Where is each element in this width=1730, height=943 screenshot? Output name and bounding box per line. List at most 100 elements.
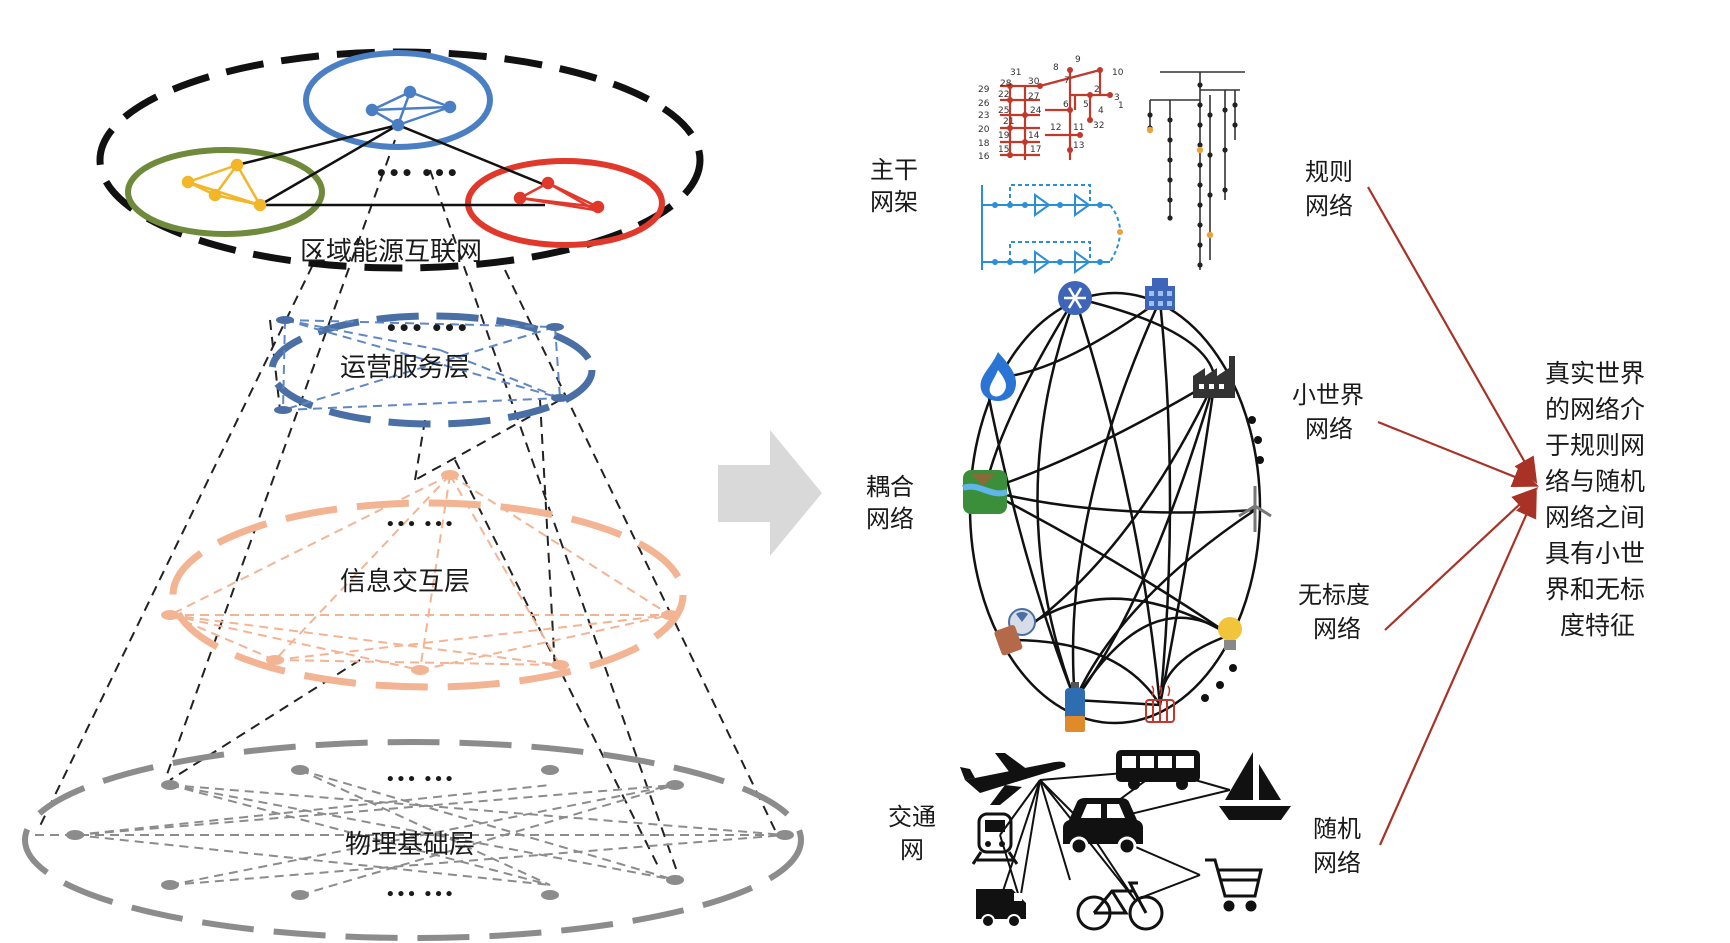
blue-cluster xyxy=(303,50,493,150)
arrow-random xyxy=(1378,490,1537,846)
operation-service-layer: ••• ••• 运营服务层 xyxy=(268,312,596,428)
feeder-label: 2 xyxy=(1094,85,1100,95)
car-icon xyxy=(1063,798,1143,856)
regional-energy-internet-layer: ••• ••• 区域能源互联网 xyxy=(96,48,704,272)
conclusion-line: 网络之间 xyxy=(1545,503,1645,532)
arrow-regular xyxy=(1367,186,1538,484)
feeder-label: 13 xyxy=(1073,141,1084,151)
network-type-labels: 规则 网络 小世界 网络 无标度 网络 随机 网络 xyxy=(1292,158,1370,877)
loop-network-nodes xyxy=(992,202,1123,265)
feeder-label: 1 xyxy=(1118,101,1124,111)
feeder-label: 23 xyxy=(978,111,989,121)
conclusion-line: 界和无标 xyxy=(1545,575,1645,604)
feeder-label: 17 xyxy=(1030,145,1041,155)
traffic-label-line1: 交通 xyxy=(888,803,936,831)
coupled-chords xyxy=(983,296,1256,707)
feeder-label: 15 xyxy=(998,145,1009,155)
conclusion-text: 真实世界 的网络介 于规则网 络与随机 网络之间 具有小世 界和无标 度特征 xyxy=(1545,359,1645,640)
feeder-label: 31 xyxy=(1010,68,1021,78)
coupled-label-line2: 网络 xyxy=(866,505,914,533)
ops-ellipse xyxy=(268,312,596,428)
feeder-label: 19 xyxy=(998,131,1010,141)
top-ellipsis: ••• ••• xyxy=(375,161,459,185)
feeder-label: 16 xyxy=(978,152,990,162)
type-random-line1: 随机 xyxy=(1313,815,1361,843)
type-smallworld-line1: 小世界 xyxy=(1292,381,1364,409)
office-building-icon xyxy=(1145,278,1175,310)
ops-ellipsis: ••• ••• xyxy=(385,316,469,340)
conclusion-line: 真实世界 xyxy=(1545,359,1645,388)
information-interaction-layer: ••• ••• 信息交互层 xyxy=(161,470,687,691)
feeder-label: 25 xyxy=(998,106,1009,116)
backbone-grid-network: 主干 网架 8 xyxy=(870,55,1245,274)
conclusion-line: 络与随机 xyxy=(1545,467,1645,496)
feeder-diagram-red xyxy=(1000,68,1110,160)
phys-ellipsis-top: ••• ••• xyxy=(385,769,454,790)
factory-icon xyxy=(1193,356,1235,398)
type-smallworld-line2: 网络 xyxy=(1305,415,1353,443)
feeder-label: 22 xyxy=(998,90,1009,100)
train-icon xyxy=(971,812,1019,865)
arrow-scale-free xyxy=(1384,486,1539,631)
feeder-label: 21 xyxy=(1003,117,1014,127)
green-cluster xyxy=(125,147,325,237)
type-regular-line1: 规则 xyxy=(1305,158,1353,186)
snowflake-icon xyxy=(1058,281,1092,315)
layer-stack: ••• ••• 区域能源互联网 ••• ••• 运营服务层 xyxy=(22,48,804,941)
conclusion-line: 于规则网 xyxy=(1545,431,1645,460)
info-ellipsis: ••• ••• xyxy=(385,514,454,535)
feeder-label: 6 xyxy=(1063,100,1069,110)
wind-turbine-icon xyxy=(1238,486,1272,532)
type-regular-line2: 网络 xyxy=(1305,192,1353,220)
shopping-cart-icon xyxy=(1205,858,1263,912)
battery-storage-icon xyxy=(1065,682,1085,732)
backbone-label-line1: 主干 xyxy=(870,156,918,184)
feeder-label: 4 xyxy=(1098,106,1104,116)
sailboat-icon xyxy=(1219,752,1291,820)
arrow-small-world xyxy=(1377,420,1540,488)
bicycle-icon xyxy=(1076,881,1164,931)
landscape-map-icon xyxy=(961,470,1009,514)
feeder-label: 32 xyxy=(1093,121,1104,131)
van-icon xyxy=(976,889,1026,928)
type-scalefree-line2: 网络 xyxy=(1313,615,1361,643)
phys-ellipsis-bottom: ••• ••• xyxy=(385,884,454,905)
traffic-label-line2: 网 xyxy=(900,836,924,864)
feeder-label: 28 xyxy=(1000,79,1012,89)
traffic-network: 交通 网 xyxy=(888,750,1291,931)
feeder-label: 9 xyxy=(1075,55,1081,65)
conclusion-line: 具有小世 xyxy=(1545,539,1645,568)
layer-label-top: 区域能源互联网 xyxy=(300,237,482,267)
airplane-icon xyxy=(960,753,1066,805)
type-random-line2: 网络 xyxy=(1313,849,1361,877)
light-bulb-icon xyxy=(1218,617,1242,650)
feeder-label: 29 xyxy=(978,85,990,95)
physical-infrastructure-layer: ••• ••• 物理基础层 ••• ••• xyxy=(22,739,804,941)
feeder-label: 20 xyxy=(978,125,990,135)
conclusion-line: 度特征 xyxy=(1560,611,1635,640)
phys-ellipse xyxy=(22,739,804,941)
feeder-label: 18 xyxy=(978,139,990,149)
feeder-label: 24 xyxy=(1030,106,1042,116)
feeder-label: 5 xyxy=(1083,100,1089,110)
gas-flame-icon xyxy=(980,352,1017,401)
layer-label-phys: 物理基础层 xyxy=(345,830,475,860)
feeder-label: 26 xyxy=(978,99,990,109)
feeder-label: 8 xyxy=(1053,63,1059,73)
feeder-label: 12 xyxy=(1050,123,1061,133)
big-right-arrow-icon xyxy=(718,430,822,556)
outer-region-ellipse xyxy=(96,48,704,272)
radial-feeder-diagram xyxy=(1149,71,1245,270)
coupled-label-line1: 耦合 xyxy=(866,473,914,501)
fan-heater-icon xyxy=(994,608,1036,656)
radiator-icon xyxy=(1145,685,1175,723)
feeder-label: 11 xyxy=(1073,123,1084,133)
layer-label-ops: 运营服务层 xyxy=(340,353,470,383)
conclusion-line: 的网络介 xyxy=(1545,395,1645,424)
type-scalefree-line1: 无标度 xyxy=(1298,581,1370,609)
layer-label-info: 信息交互层 xyxy=(340,567,470,597)
feeder-label: 7 xyxy=(1064,76,1070,86)
feeder-label: 10 xyxy=(1112,68,1124,78)
loop-network-blue xyxy=(981,184,1121,274)
